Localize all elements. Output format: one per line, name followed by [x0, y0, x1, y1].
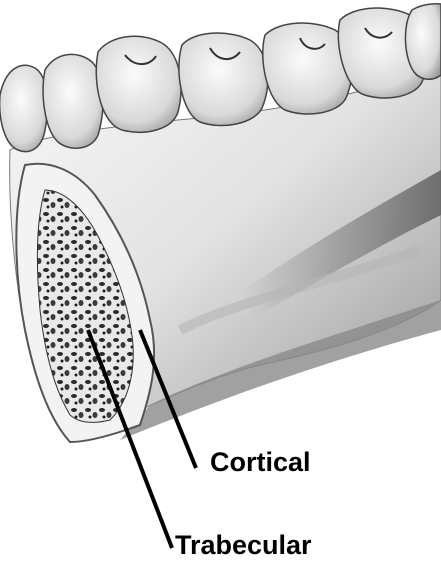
cortical-label: Cortical [210, 447, 311, 478]
trabecular-label: Trabecular [175, 530, 312, 561]
